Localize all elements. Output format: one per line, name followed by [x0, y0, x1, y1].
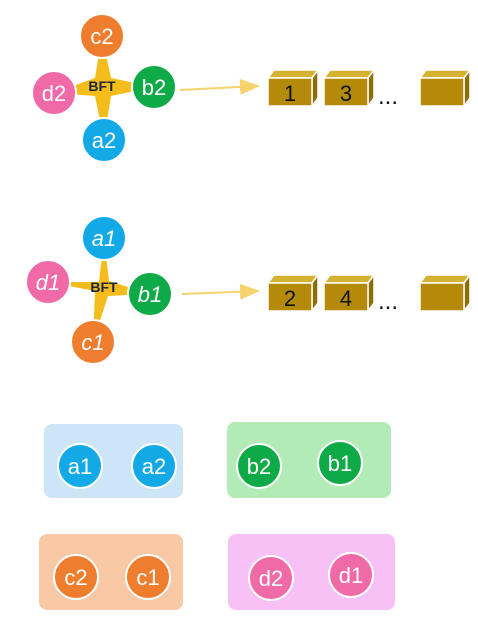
group-d-node-2-label: d1 — [339, 563, 363, 588]
group-b-node-2-label: b1 — [328, 451, 352, 476]
node-b2-label: b2 — [142, 75, 166, 100]
block-1-number: 1 — [284, 81, 296, 106]
block-last-1 — [418, 67, 472, 109]
arrow-1 — [179, 78, 260, 95]
node-c2 — [79, 13, 125, 59]
cluster-2: a1 d1 b1 c1 BFT 2 4 ... — [25, 215, 472, 365]
node-a2-label: a2 — [92, 128, 116, 153]
node-d1-label: d1 — [36, 270, 60, 295]
node-a2 — [81, 117, 127, 163]
node-d2-label: d2 — [42, 81, 66, 106]
node-b1 — [127, 271, 173, 317]
group-a: a1 a2 — [44, 424, 183, 498]
block-2: 2 — [266, 272, 320, 314]
group-a-node-2 — [131, 443, 177, 489]
group-c-node-1 — [53, 554, 99, 600]
group-c-node-1-label: c2 — [64, 565, 87, 590]
node-a1 — [81, 215, 127, 261]
block-3-number: 3 — [340, 81, 352, 106]
group-a-node-2-label: a2 — [142, 454, 166, 479]
block-3: 3 — [322, 67, 376, 109]
group-d-node-1-label: d2 — [259, 566, 283, 591]
node-c1-label: c1 — [81, 330, 104, 355]
node-d2 — [31, 70, 77, 116]
block-4: 4 — [322, 272, 376, 314]
ellipsis-1: ... — [378, 83, 398, 110]
group-a-node-1-label: a1 — [68, 454, 92, 479]
node-b1-label: b1 — [138, 282, 162, 307]
arrow-2 — [181, 283, 260, 300]
ellipsis-2: ... — [378, 288, 398, 315]
block-1: 1 — [266, 67, 320, 109]
bft-star-2 — [48, 238, 150, 342]
group-d: d2 d1 — [228, 534, 395, 610]
node-b2 — [131, 64, 177, 110]
node-a1-label: a1 — [92, 226, 116, 251]
block-4-number: 4 — [340, 286, 352, 311]
node-d1 — [25, 259, 71, 305]
group-d-node-1 — [248, 555, 294, 601]
group-b-node-1-label: b2 — [247, 454, 271, 479]
block-2-number: 2 — [284, 286, 296, 311]
bft-label-1: BFT — [88, 78, 116, 94]
group-b: b2 b1 — [227, 422, 391, 498]
group-b-node-1 — [236, 443, 282, 489]
group-c: c2 c1 — [39, 534, 183, 610]
node-c2-label: c2 — [90, 24, 113, 49]
group-c-node-2 — [125, 554, 171, 600]
group-d-node-2 — [328, 552, 374, 598]
node-c1 — [70, 319, 116, 365]
bft-label-2: BFT — [90, 279, 118, 295]
bft-star-1 — [54, 36, 154, 140]
group-c-node-2-label: c1 — [136, 565, 159, 590]
group-a-node-1 — [57, 443, 103, 489]
cluster-1: c2 d2 b2 a2 BFT 1 3 ... — [31, 13, 472, 163]
block-last-2 — [418, 272, 472, 314]
group-b-node-2 — [317, 440, 363, 486]
